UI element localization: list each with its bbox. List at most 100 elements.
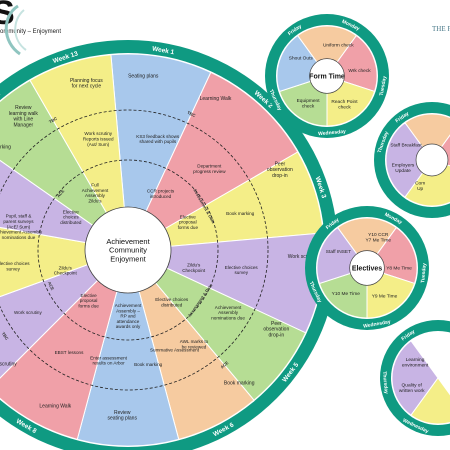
outer-activity-line: drop-in: [272, 173, 288, 179]
inner-activity-line: Elective: [81, 293, 98, 298]
main-center-label-line: Community: [109, 246, 147, 255]
main-dashed-ring: [0, 109, 269, 391]
form_time_wheel-activity-line: Reach Point: [331, 99, 358, 105]
week-segment: [0, 249, 129, 379]
middle-activity-line: Enter assessment: [90, 355, 127, 360]
school-logo: [4, 4, 27, 56]
ring-tag: ACE: [47, 281, 55, 291]
middle-activity-line: Elective choices: [0, 261, 30, 266]
outer-activity-line: Manager: [13, 122, 33, 128]
middle-activity: Pupil, staff &parent surveys(AcE/ Sum)Ac…: [0, 214, 43, 240]
outer-activity-line: observation: [267, 167, 293, 173]
inner-activity-line: Checkpoint: [182, 268, 206, 273]
outer-activity: Seating plans: [128, 73, 159, 79]
electives-wheel: ElectivesMondayTuesdayWednesdayThursdayF…: [305, 206, 429, 330]
middle-activity-line: be reviewed: [182, 344, 207, 349]
inner-activity-line: Zildu's: [59, 265, 73, 270]
inner-activity-line: RP and: [120, 314, 136, 319]
outer-activity: Work scrutiny: [0, 362, 17, 368]
page-subtitle: ommunity – Enjoyment: [0, 29, 62, 35]
middle-activity-line: nominations due: [211, 315, 245, 320]
outer-activity-line: Book marking: [0, 144, 11, 150]
electives_wheel-activity-line: Y8 Me Time: [386, 266, 412, 272]
form_time_wheel-activity-line: check: [338, 104, 351, 110]
middle-activity-line: Assembly: [218, 310, 239, 315]
inner-activity-line: forms due: [78, 303, 99, 308]
middle-activity-line: Pupil, staff &: [6, 214, 32, 219]
form_time_wheel-activity-line: Equipment: [297, 98, 321, 104]
inner-activity-line: distributed: [60, 220, 82, 225]
breakfast_wheel-activity-line: Update: [395, 168, 411, 174]
ring-tag: ACE: [219, 360, 229, 370]
electives_wheel-activity-line: Y7 Me Time: [365, 237, 391, 243]
middle-activity-line: (AcE/ Sum): [7, 224, 31, 229]
form_time_wheel-activity-line: check: [302, 103, 315, 109]
breakfast_wheel-segment: [385, 122, 433, 198]
inner-activity-line: proposal: [80, 298, 98, 303]
outer-activity-line: Peer: [271, 321, 282, 327]
outer-activity-line: Review: [114, 410, 131, 416]
electives_wheel-day-label: Tuesday: [420, 263, 428, 284]
inner-activity-line: distributed: [161, 302, 183, 307]
week-label: Week 1: [152, 45, 176, 56]
outer-activity-line: Peer: [275, 161, 286, 167]
electives_wheel-center-circle: [349, 250, 385, 286]
middle-activity-line: AWL marks to: [180, 339, 209, 344]
middle-activity-line: EBST lessons: [55, 350, 84, 355]
outer-activity: Book marking: [224, 380, 255, 386]
middle-activity: Book marking: [134, 362, 163, 367]
logo-text: THE F: [432, 25, 450, 33]
outer-activity-line: Seating plans: [128, 73, 159, 79]
middle-activity-line: results on Arbor: [92, 361, 125, 366]
inner-activity-line: attendance: [117, 319, 140, 324]
form_time_wheel-day-label: Tuesday: [379, 75, 388, 96]
form_time_wheel-center-label: Form Time: [309, 74, 345, 81]
week-segment: [0, 159, 129, 251]
outer-activity: Learning Walk: [39, 404, 71, 410]
inner-activity-line: Assembly –: [116, 308, 140, 313]
middle-activity-line: parent surveys: [3, 219, 34, 224]
fourth_wheel-activity-line: environment: [402, 362, 429, 368]
outer-activity-line: Learning Walk: [200, 96, 232, 102]
outer-activity-line: Review: [15, 105, 32, 111]
ring-tag: ACE: [56, 188, 66, 198]
fourth_wheel-day-label: Thursday: [381, 371, 389, 394]
ring-tag: TBC: [48, 116, 58, 125]
form_time_wheel-activity-line: Shout Outs: [289, 55, 314, 61]
inner-activity-line: Achievement: [82, 188, 109, 193]
middle-activity-line: survey: [234, 270, 248, 275]
inner-activity-line: Checkpoint: [54, 271, 78, 276]
breakfast_wheel-activity-line: Employers: [392, 163, 415, 169]
outer-activity-line: seating plans: [108, 416, 138, 422]
middle-activity-line: progress review: [193, 169, 226, 174]
outer-activity-line: Work scrutiny: [0, 362, 17, 368]
fourth_wheel-segment: [391, 340, 439, 416]
middle-activity: Book marking: [226, 211, 255, 216]
form_time_wheel-activity-line: Wrk check: [348, 68, 371, 74]
main-center-circle: [84, 206, 172, 294]
outer-activity-line: Planning focus: [70, 78, 103, 84]
middle-activity-line: Summative Assessment: [150, 347, 200, 352]
electives_wheel-activity: Y10 Me Time: [332, 291, 361, 297]
electives_wheel-activity: Y8 Me Time: [386, 266, 412, 272]
breakfast_wheel-center-circle: [415, 143, 449, 177]
inner-activity-line: Zildu's: [187, 263, 201, 268]
electives_wheel-activity-line: Y9 Me Time: [372, 294, 398, 300]
